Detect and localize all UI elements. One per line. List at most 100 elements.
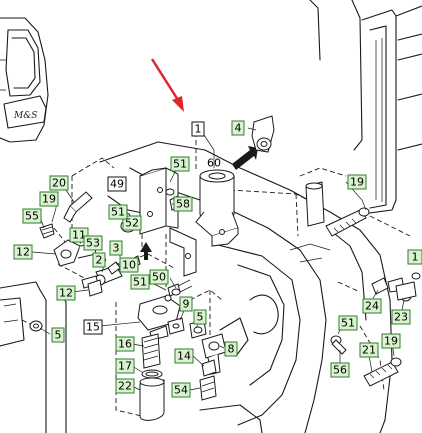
- svg-text:12: 12: [59, 287, 73, 300]
- svg-text:55: 55: [25, 210, 39, 223]
- callout-54: 54: [171, 382, 191, 398]
- tank-right: [305, 181, 325, 227]
- hose-21: [363, 357, 402, 387]
- svg-text:17: 17: [118, 360, 132, 373]
- fitting-55: [39, 223, 55, 239]
- callout-12-left: 12: [13, 244, 33, 260]
- svg-text:12: 12: [16, 246, 30, 259]
- callout-5-left: 5: [51, 327, 65, 343]
- svg-text:56: 56: [333, 364, 347, 377]
- callout-50: 50: [149, 269, 169, 285]
- callout-1-far-right: 1: [407, 249, 422, 265]
- callout-51-mid: 51: [130, 274, 150, 290]
- callout-22: 22: [115, 378, 135, 394]
- callout-5-center: 5: [193, 309, 207, 325]
- callout-19-right: 19: [347, 174, 367, 190]
- callout-19-lower: 19: [381, 333, 401, 349]
- callout-49: 49: [107, 176, 127, 192]
- fitting-20: [63, 191, 93, 223]
- svg-text:15: 15: [86, 321, 100, 334]
- svg-text:21: 21: [362, 344, 376, 357]
- callout-56: 56: [330, 362, 350, 378]
- callout-55: 55: [22, 208, 42, 224]
- callout-15: 15: [83, 319, 103, 335]
- callout-53: 53: [83, 235, 103, 251]
- callout-12-lower: 12: [56, 285, 76, 301]
- callout-9: 9: [179, 296, 193, 312]
- callout-11: 11: [69, 227, 89, 243]
- callout-17: 17: [115, 358, 135, 374]
- svg-text:22: 22: [118, 380, 132, 393]
- svg-text:51: 51: [133, 276, 147, 289]
- svg-text:14: 14: [177, 350, 191, 363]
- mounting-bracket-49: [139, 167, 197, 277]
- adapter-14: [201, 359, 217, 377]
- svg-text:M&S: M&S: [13, 111, 37, 121]
- svg-text:19: 19: [384, 335, 398, 348]
- cab-outline-top-left: M&S: [0, 17, 49, 143]
- svg-text:54: 54: [174, 384, 188, 397]
- pointer-arrow-black: [232, 146, 258, 170]
- frame-outline-top-right: [309, 0, 422, 215]
- svg-text:51: 51: [173, 158, 187, 171]
- fitting-54: [199, 375, 217, 401]
- svg-text:19: 19: [42, 193, 56, 206]
- svg-text:49: 49: [110, 178, 124, 191]
- fitting-12-lower: [87, 279, 103, 297]
- svg-text:11: 11: [72, 229, 86, 242]
- callout-19-left: 19: [39, 191, 59, 207]
- callout-16: 16: [115, 336, 135, 352]
- callout-52: 52: [122, 215, 142, 231]
- callout-58: 58: [173, 196, 193, 212]
- callout-51-right: 51: [338, 315, 358, 331]
- callout-20: 20: [49, 175, 69, 191]
- pointer-arrow-up: [140, 242, 152, 260]
- svg-text:51: 51: [111, 206, 125, 219]
- svg-text:5: 5: [55, 329, 62, 342]
- solenoid-60: [195, 169, 239, 247]
- callout-2: 2: [92, 252, 106, 268]
- bolt-56: [330, 335, 347, 355]
- svg-text:50: 50: [152, 271, 166, 284]
- svg-text:24: 24: [365, 300, 379, 313]
- red-pointer-arrow: [150, 58, 184, 112]
- washer-51-mid: [171, 288, 181, 296]
- svg-text:1: 1: [412, 251, 419, 264]
- callout-10: 10: [119, 257, 139, 273]
- callout-3: 3: [109, 240, 123, 256]
- svg-text:52: 52: [125, 217, 139, 230]
- svg-text:9: 9: [183, 298, 190, 311]
- svg-text:2: 2: [96, 254, 103, 267]
- sensor-4: [251, 115, 275, 153]
- svg-text:53: 53: [86, 237, 100, 250]
- fitting-5-left: [29, 320, 43, 332]
- callout-51-left: 51: [108, 204, 128, 220]
- callout-51-top: 51: [170, 156, 190, 172]
- svg-text:19: 19: [350, 176, 364, 189]
- callout-4: 4: [231, 120, 245, 136]
- svg-text:8: 8: [228, 343, 235, 356]
- callout-21: 21: [359, 342, 379, 358]
- svg-text:1: 1: [195, 123, 202, 136]
- callout-8: 8: [224, 341, 238, 357]
- hose-19-upper: [325, 207, 370, 237]
- oring-17: [141, 369, 163, 379]
- fitting-9: [167, 317, 185, 335]
- callout-23: 23: [391, 309, 411, 325]
- svg-text:16: 16: [118, 338, 132, 351]
- svg-text:20: 20: [52, 177, 66, 190]
- svg-text:23: 23: [394, 311, 408, 324]
- callout-labels: 1 4 60 51 20 49 58 19 55 52 51 11 53 3 1…: [13, 120, 422, 398]
- svg-text:3: 3: [113, 242, 120, 255]
- svg-text:60: 60: [207, 157, 221, 170]
- svg-text:5: 5: [197, 311, 204, 324]
- svg-text:58: 58: [176, 198, 190, 211]
- callout-60: 60: [207, 157, 221, 170]
- svg-text:51: 51: [341, 317, 355, 330]
- callout-1: 1: [191, 121, 205, 137]
- svg-text:10: 10: [122, 259, 136, 272]
- callout-24: 24: [362, 298, 382, 314]
- callout-14: 14: [174, 348, 194, 364]
